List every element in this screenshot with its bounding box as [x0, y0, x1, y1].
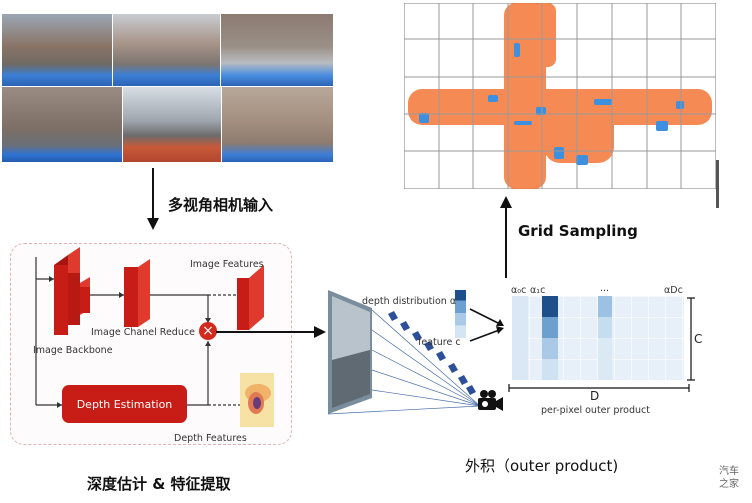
channel-reduce-block [124, 259, 150, 327]
camera-image-back [123, 87, 221, 162]
depth-estimation-block: Depth Estimation [62, 385, 187, 423]
outer-product-matrix [512, 296, 684, 380]
matrix-subtitle: per-pixel outer product [541, 405, 650, 416]
scrollbar-edge [716, 160, 719, 208]
matrix-col-aD: αDc [664, 285, 683, 296]
camera-input-caption: 多视角相机输入 [168, 196, 274, 214]
camera-image-back-right [222, 87, 333, 162]
image-features-block [237, 265, 264, 330]
frustum-diagram [327, 290, 503, 415]
feature-c-label: feature c [418, 337, 461, 348]
depth-features-label: Depth Features [174, 433, 247, 444]
image-backbone-block [54, 247, 90, 335]
depth-feature-caption: 深度估计 & 特征提取 [87, 475, 231, 493]
multiply-operator: × [199, 322, 217, 340]
image-backbone-label: Image Backbone [33, 345, 113, 356]
matrix-dim-c: C [694, 332, 703, 346]
outer-product-input-arrows [469, 308, 504, 342]
channel-reduce-label: Image Chanel Reduce [91, 327, 195, 338]
depth-distribution-vector [455, 290, 466, 338]
matrix-dimension-markers [508, 297, 695, 392]
grid-sampling-arrow [500, 196, 512, 278]
camera-image-back-left [2, 87, 122, 162]
grid-sampling-caption: Grid Sampling [518, 222, 638, 240]
camera-image-front [113, 14, 220, 86]
image-features-label: Image Features [190, 259, 264, 270]
depth-features-heatmap [240, 373, 274, 427]
camera-image-front-right [221, 14, 333, 86]
bev-grid [404, 3, 716, 189]
matrix-col-a1: α₁c [530, 285, 546, 296]
camera-image-front-left [2, 14, 112, 86]
outer-product-caption: 外积（outer product) [465, 457, 619, 475]
network-diagram [35, 247, 274, 427]
camera-icon [478, 390, 503, 411]
camera-to-network-arrow [147, 168, 159, 230]
depth-distribution-label: depth distribution α [362, 296, 457, 307]
matrix-col-a0: α₀c [511, 285, 527, 296]
watermark: 汽车之家 [719, 466, 739, 490]
multiply-output-arrow [216, 326, 326, 338]
matrix-dim-d: D [590, 389, 600, 403]
matrix-col-dots: ... [600, 283, 610, 294]
